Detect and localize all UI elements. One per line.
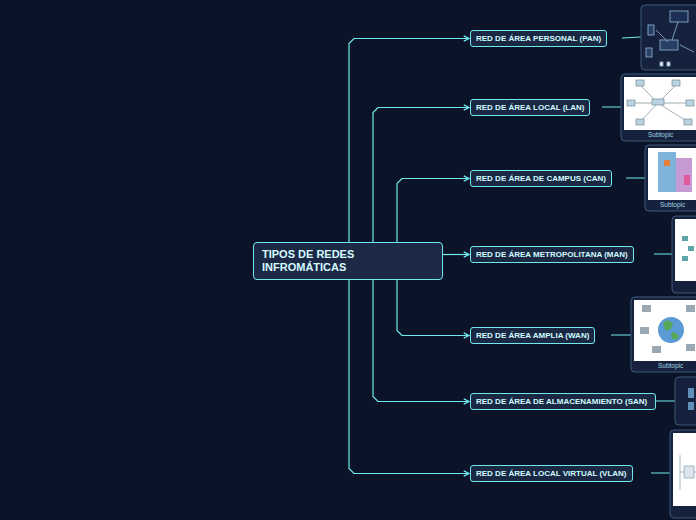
subtopic-caption: Subtopic (660, 201, 685, 209)
branch-connector (373, 108, 469, 243)
central-topic: TIPOS DE REDES INFROMÁTICAS (253, 242, 443, 280)
topic-box: RED DE ÁREA LOCAL (LAN) (470, 99, 590, 116)
branch-connector (397, 280, 469, 336)
topic-text: RED DE ÁREA LOCAL (LAN) (476, 103, 584, 112)
branch-connector (373, 280, 469, 402)
branch-connector (349, 39, 469, 243)
topic-text: RED DE ÁREA DE ALMACENAMIENTO (SAN) (476, 397, 650, 406)
topic-box: RED DE ÁREA METROPOLITANA (MAN) (470, 246, 634, 263)
topic-text: RED DE ÁREA DE CAMPUS (CAN) (476, 174, 606, 183)
branch-connector (443, 254, 469, 255)
topic-text: RED DE ÁREA LOCAL VIRTUAL (VLAN) (476, 469, 627, 478)
subtopic-caption: Subtopic (658, 362, 683, 370)
subtopic-caption: Subtopic (648, 131, 673, 139)
topic-box: RED DE ÁREA DE CAMPUS (CAN) (470, 170, 612, 187)
topic-box: RED DE ÁREA AMPLIA (WAN) (470, 327, 595, 344)
central-topic-text: TIPOS DE REDES INFROMÁTICAS (262, 248, 434, 274)
topic-box: RED DE ÁREA DE ALMACENAMIENTO (SAN) (470, 393, 656, 410)
topic-box: RED DE ÁREA LOCAL VIRTUAL (VLAN) (470, 465, 633, 482)
topic-text: RED DE ÁREA METROPOLITANA (MAN) (476, 250, 628, 259)
topic-text: RED DE ÁREA PERSONAL (PAN) (476, 34, 601, 43)
topic-box: RED DE ÁREA PERSONAL (PAN) (470, 30, 607, 47)
branch-connector (349, 280, 469, 474)
topic-text: RED DE ÁREA AMPLIA (WAN) (476, 331, 589, 340)
branch-connector (397, 179, 469, 243)
